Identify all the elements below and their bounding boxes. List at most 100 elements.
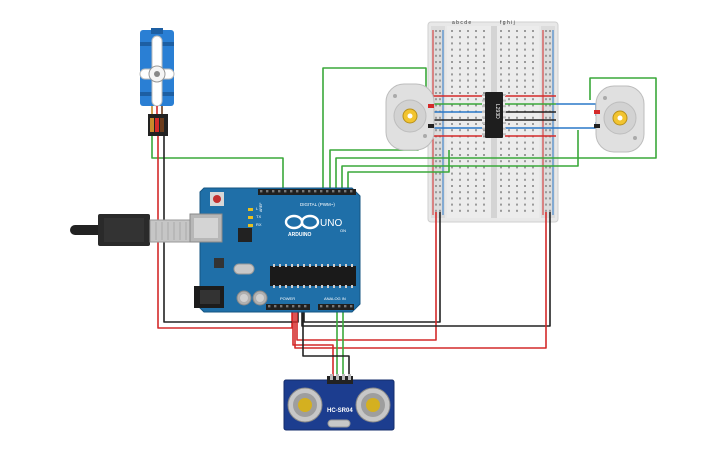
header-pin	[272, 190, 275, 193]
l-label: L	[256, 206, 259, 211]
hole	[508, 197, 510, 200]
hole	[524, 209, 526, 212]
hole	[508, 73, 510, 76]
rail-hole	[435, 48, 437, 51]
hole	[475, 42, 477, 45]
dc-motor-right[interactable]	[594, 85, 645, 153]
rx-label: RX	[256, 222, 262, 227]
hole	[467, 178, 469, 181]
hole	[524, 141, 526, 144]
sensor-label: HC-SR04	[327, 408, 353, 414]
hole	[451, 30, 453, 32]
atmega-pin	[297, 264, 299, 267]
rail-hole	[439, 98, 441, 101]
rail-hole	[545, 197, 547, 200]
rail-hole	[545, 85, 547, 88]
hole	[483, 79, 485, 82]
rail-hole	[545, 147, 547, 150]
atmega-pin	[297, 285, 299, 288]
hole	[524, 147, 526, 150]
rail-hole	[439, 116, 441, 119]
hole	[500, 36, 502, 39]
hole	[467, 79, 469, 82]
l293d-chip[interactable]: L293D	[482, 92, 506, 138]
rail-hole	[439, 30, 441, 32]
rail-hole	[549, 141, 551, 144]
atmega-pin	[303, 285, 305, 288]
hole	[483, 42, 485, 45]
hole	[524, 85, 526, 88]
aref-label: AREF	[259, 203, 263, 212]
rail-hole	[549, 123, 551, 125]
atmega-pin	[339, 285, 341, 288]
hole	[532, 172, 534, 175]
rail-hole	[549, 61, 551, 63]
hole	[459, 197, 461, 200]
digital-header-pins[interactable]	[260, 190, 353, 193]
hole	[475, 104, 477, 107]
hole	[516, 61, 518, 63]
hole	[483, 141, 485, 144]
atmega-pin	[273, 285, 275, 288]
hole	[475, 197, 477, 200]
hole	[508, 178, 510, 181]
hole	[516, 147, 518, 150]
hole	[500, 30, 502, 32]
rail-hole	[545, 203, 547, 206]
hole	[475, 160, 477, 163]
hole	[451, 92, 453, 94]
arduino-model: UNO	[320, 218, 342, 229]
hole	[483, 129, 485, 132]
hole	[483, 172, 485, 175]
hole	[500, 197, 502, 200]
arduino-uno-board[interactable]: ARDUINO UNO DIGITAL (PWM~) POWER ANALOG …	[189, 187, 361, 313]
servo-motor[interactable]	[139, 28, 175, 136]
breadboard-letters-right: f g h i j	[500, 20, 515, 26]
hole	[516, 79, 518, 82]
hole	[467, 36, 469, 39]
header-pin	[260, 190, 263, 193]
atmega-pin	[333, 264, 335, 267]
atmega-pin	[291, 285, 293, 288]
dc-motor-left[interactable]	[385, 83, 435, 151]
hole	[532, 116, 534, 119]
hole	[459, 104, 461, 107]
hole	[500, 191, 502, 194]
rail-hole	[549, 92, 551, 94]
hole	[532, 30, 534, 32]
hole	[459, 61, 461, 63]
rail-hole	[435, 191, 437, 194]
wire-bb-ground-2	[301, 212, 551, 327]
hole	[451, 67, 453, 70]
hole	[467, 197, 469, 200]
rail-hole	[439, 160, 441, 163]
hole	[451, 185, 453, 187]
rail-hole	[435, 141, 437, 144]
hole	[451, 42, 453, 45]
hole	[500, 73, 502, 76]
power-analog-header-pins[interactable]	[268, 305, 353, 308]
rail-hole	[435, 54, 437, 57]
hc-sr04-sensor[interactable]: HC-SR04	[283, 374, 395, 431]
hole	[483, 185, 485, 187]
rail-hole	[545, 42, 547, 45]
chip-pin	[482, 94, 485, 96]
hole	[475, 61, 477, 63]
hole	[475, 98, 477, 101]
hole	[451, 172, 453, 175]
usb-cable[interactable]	[70, 214, 195, 246]
hole	[475, 67, 477, 70]
hole	[516, 129, 518, 132]
hole	[483, 135, 485, 138]
atmega-pin	[351, 264, 353, 267]
hole	[524, 92, 526, 94]
hole	[451, 79, 453, 82]
hole	[516, 42, 518, 45]
hole	[475, 79, 477, 82]
rail-hole	[439, 172, 441, 175]
hole	[451, 203, 453, 206]
hole	[524, 104, 526, 107]
rail-hole	[435, 203, 437, 206]
atmega-pin	[345, 264, 347, 267]
rail-hole	[439, 73, 441, 76]
